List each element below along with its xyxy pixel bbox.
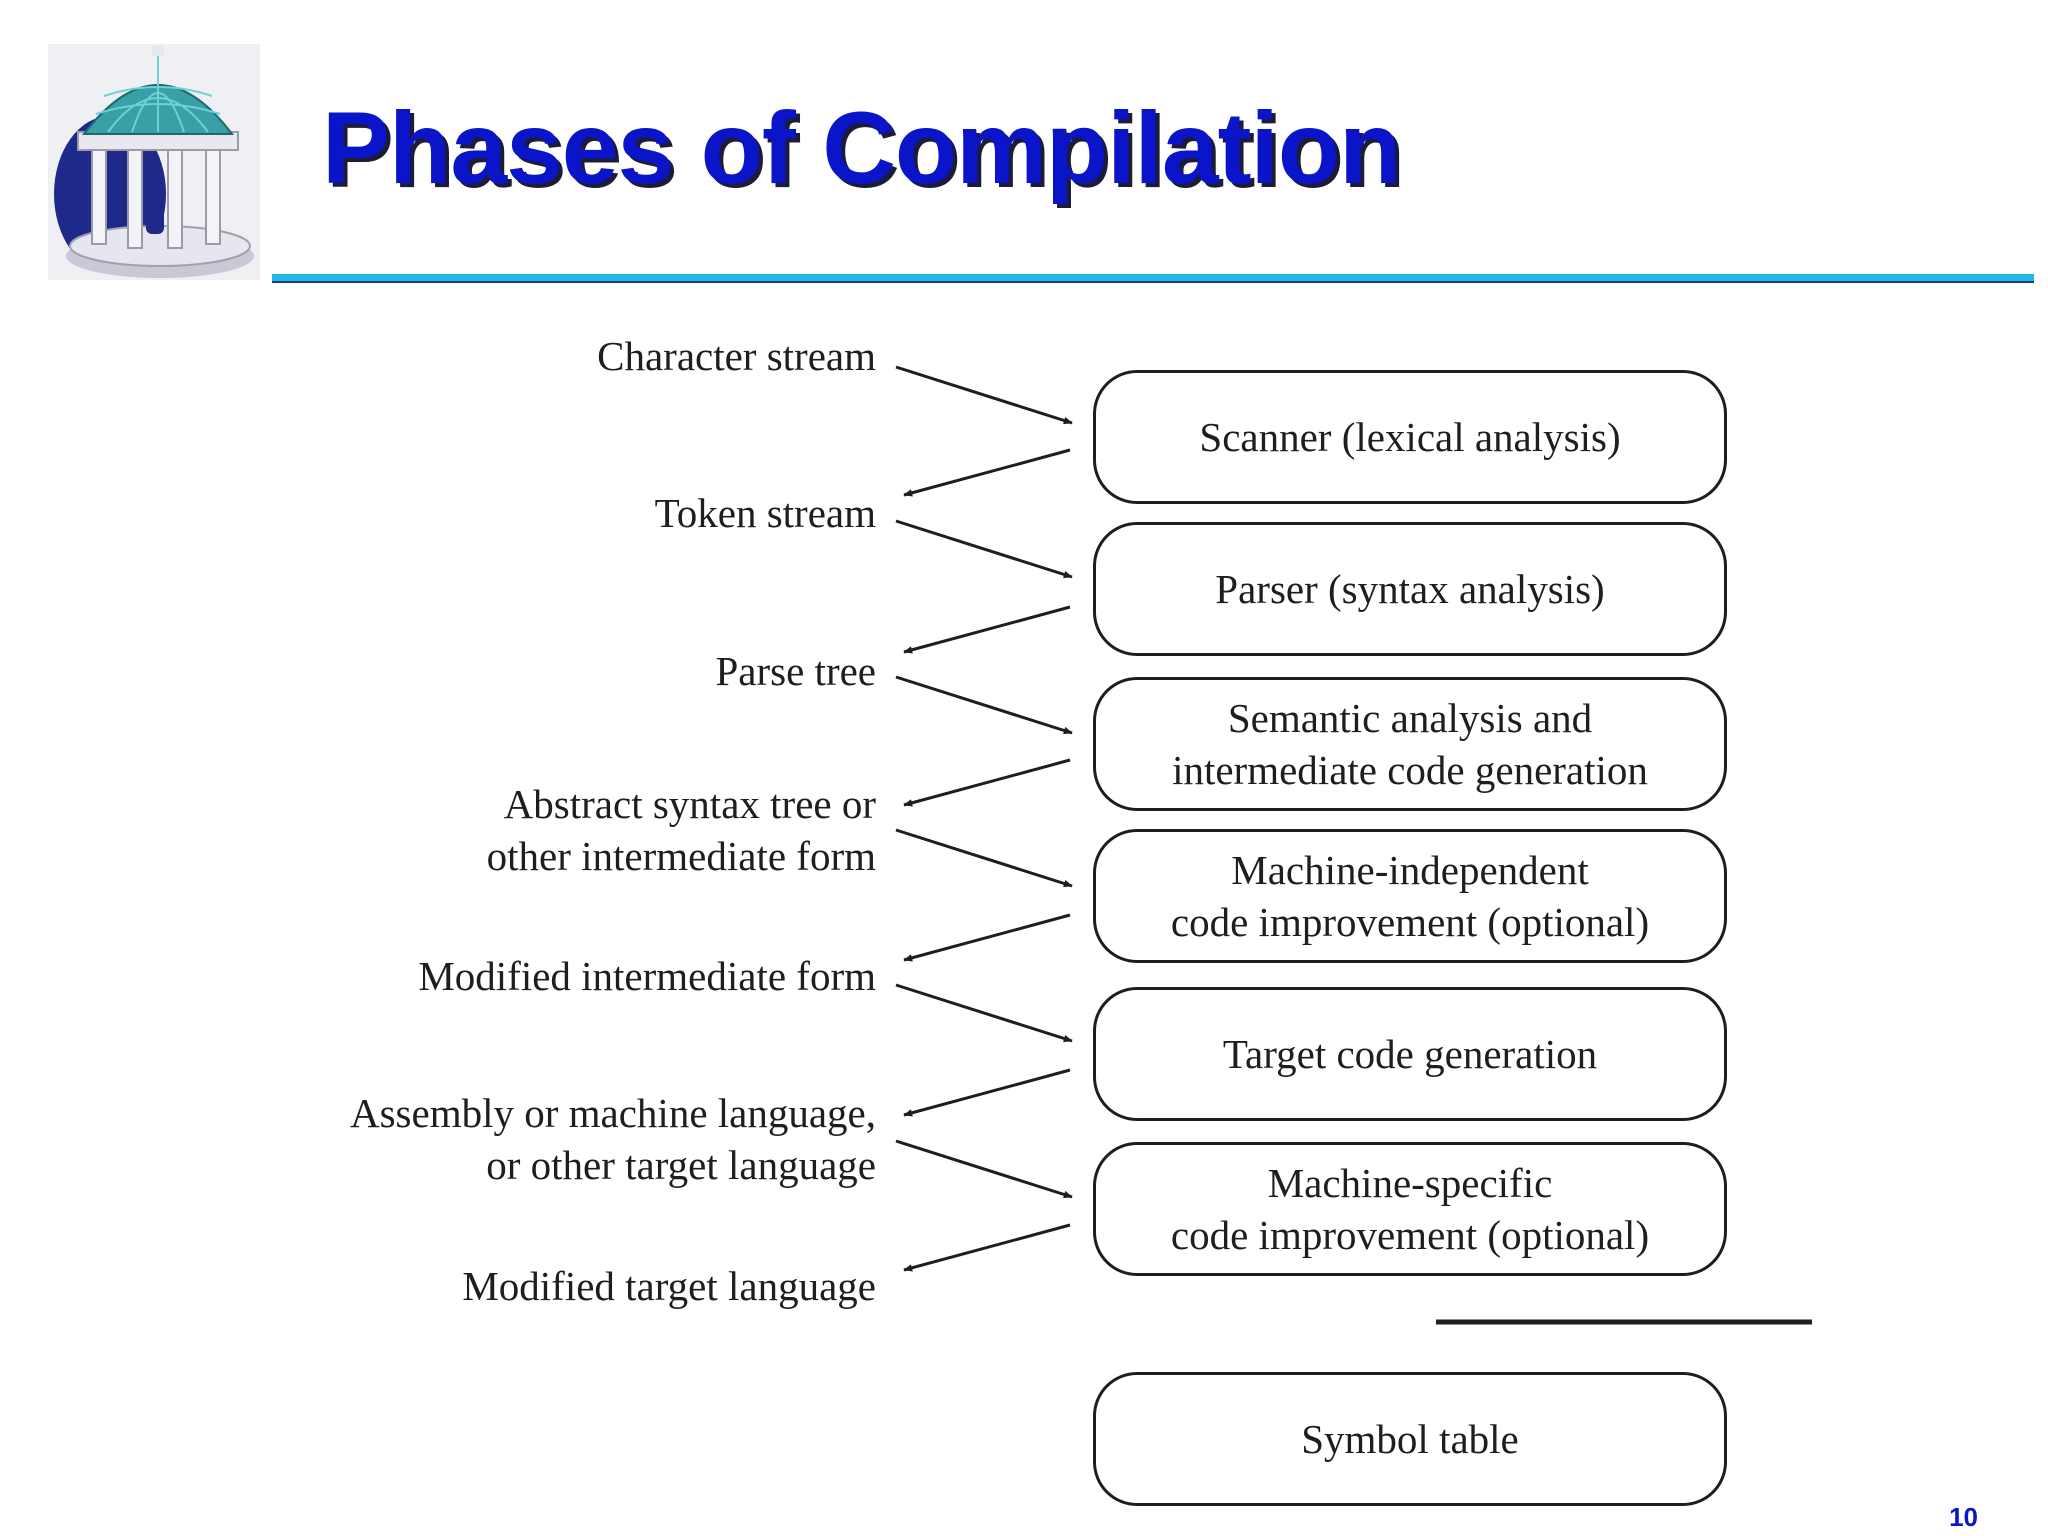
arrow-out-of-machine-independent xyxy=(903,913,1071,962)
data-form-parse-tree: Parse tree xyxy=(715,648,877,694)
arrow-into-parser xyxy=(895,519,1073,579)
data-form-modified-intermediate: Modified intermediate form xyxy=(418,953,876,999)
phase-scanner: Scanner (lexical analysis) xyxy=(1093,370,1727,504)
phase-semantic-analysis: Semantic analysis and intermediate code … xyxy=(1093,677,1727,811)
phase-parser: Parser (syntax analysis) xyxy=(1093,522,1727,656)
phase-machine-specific-improvement: Machine-specific code improvement (optio… xyxy=(1093,1142,1727,1276)
old-well-logo-icon xyxy=(48,44,260,280)
arrow-into-semantic xyxy=(895,675,1073,735)
symbol-table-box: Symbol table xyxy=(1093,1372,1727,1506)
arrow-into-machine-independent xyxy=(895,828,1073,888)
data-form-abstract-syntax-tree: Abstract syntax tree or other intermedia… xyxy=(486,781,876,879)
arrow-out-of-machine-specific xyxy=(903,1223,1071,1272)
phase-machine-independent-improvement: Machine-independent code improvement (op… xyxy=(1093,829,1727,963)
data-form-target-language: Assembly or machine language, or other t… xyxy=(349,1090,876,1188)
title-underline xyxy=(272,274,2034,283)
slide-title: Phases of Compilation xyxy=(322,91,1401,205)
arrow-out-of-semantic xyxy=(903,758,1071,807)
data-form-modified-target: Modified target language xyxy=(462,1263,876,1309)
page-number: 10 xyxy=(1949,1502,1978,1532)
phase-target-code-generation: Target code generation xyxy=(1093,987,1727,1121)
data-form-character-stream: Character stream xyxy=(597,333,876,379)
arrow-into-scanner xyxy=(895,365,1073,425)
arrow-out-of-target-codegen xyxy=(903,1068,1071,1117)
arrow-into-machine-specific xyxy=(895,1139,1073,1199)
arrow-into-target-codegen xyxy=(895,983,1073,1043)
arrow-out-of-scanner xyxy=(903,448,1071,497)
arrow-out-of-parser xyxy=(903,605,1071,654)
data-form-token-stream: Token stream xyxy=(654,490,876,536)
